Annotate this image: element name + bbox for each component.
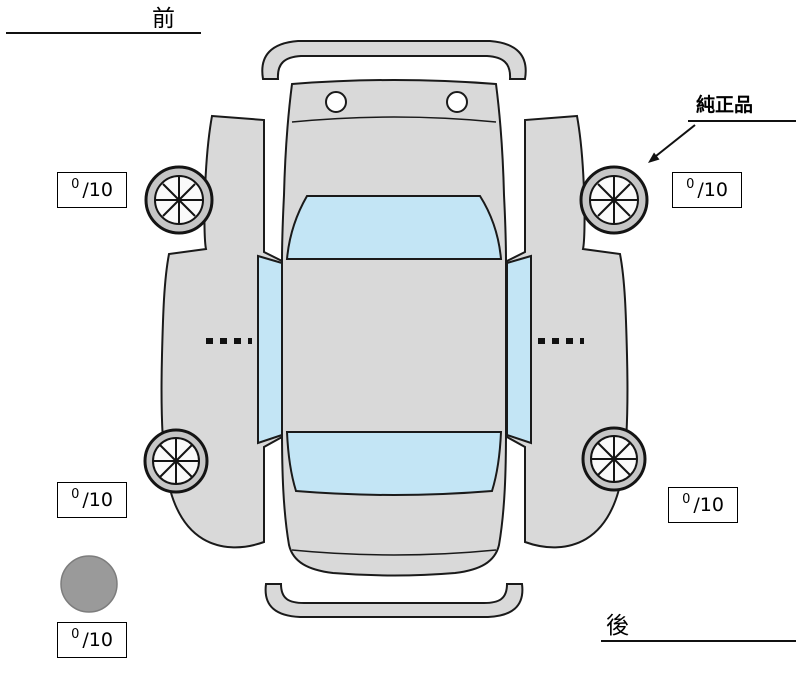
rear-left-wheel [143,428,209,494]
trunk-seam-line [291,549,497,556]
hood-circle-left [325,91,347,113]
condition-marker-dot [60,555,118,613]
front-right-wheel [579,165,649,235]
genuine-part-arrow [648,124,696,163]
front-bumper [261,40,527,80]
rear-right-wheel [581,426,647,492]
hood-cowl-line [291,116,497,123]
score-value: 0 [686,176,695,192]
rear-bumper [264,583,524,618]
score-value: 0 [71,626,80,642]
genuine-part-label: 純正品 [696,94,754,116]
score-value: 0 [71,486,80,502]
hood-circle-right [446,91,468,113]
rear-window-glass [285,431,503,496]
score-max: /10 [82,629,113,651]
score-box-front-left: 0 /10 [57,172,127,208]
score-value: 0 [71,176,80,192]
score-value: 0 [682,491,691,507]
score-box-overall: 0 /10 [57,622,127,658]
score-max: /10 [693,494,724,516]
car-body [281,79,507,577]
score-box-rear-right: 0 /10 [668,487,738,523]
score-max: /10 [697,179,728,201]
score-max: /10 [82,179,113,201]
rear-label: 後 [606,613,629,639]
score-box-front-right: 0 /10 [672,172,742,208]
left-side-window-glass [257,254,283,445]
front-left-wheel [144,165,214,235]
right-side-window-glass [506,254,532,445]
windshield-glass [285,195,503,260]
score-max: /10 [82,489,113,511]
score-box-rear-left: 0 /10 [57,482,127,518]
front-label: 前 [152,6,175,32]
